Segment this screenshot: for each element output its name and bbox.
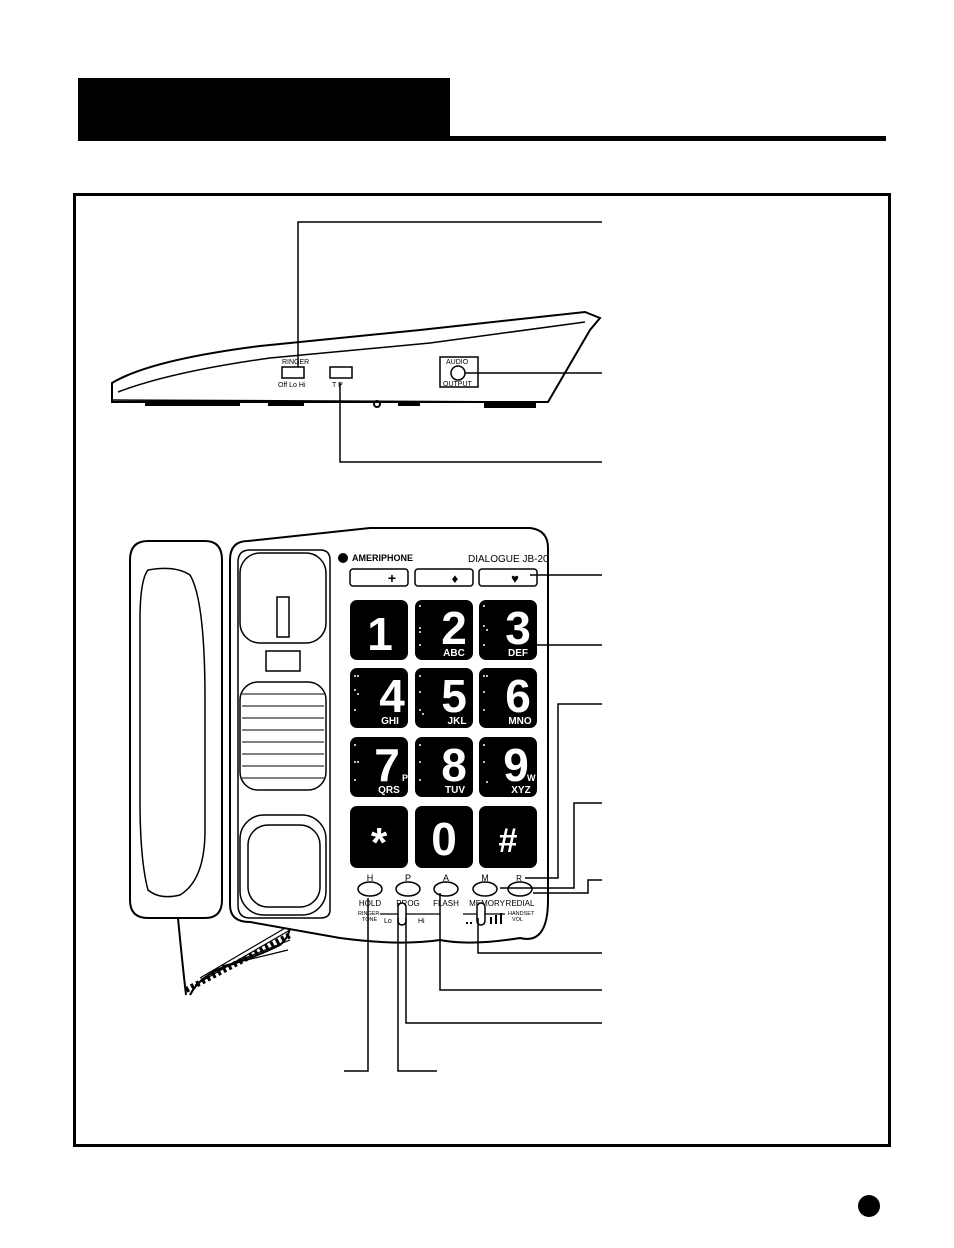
key-digit: 8 <box>441 739 467 791</box>
key-digit: 7 <box>374 739 400 791</box>
ringer-lo-label: Lo <box>384 918 392 925</box>
ringer-settings-label: Off Lo Hi <box>278 382 306 389</box>
key-3[interactable] <box>479 600 537 660</box>
key-digit: # <box>499 822 518 860</box>
page-marker-dot <box>858 1195 880 1217</box>
keypad: 1 2 ABC 3 DEF 4 GHI 5 JKL 6 MNO 7 P QRS … <box>350 600 537 868</box>
phone-base <box>229 527 549 944</box>
front-callout-lines <box>344 574 602 1072</box>
function-letter: R <box>516 874 522 883</box>
key-digit: 3 <box>505 602 531 654</box>
key-9[interactable] <box>479 737 537 797</box>
key-6[interactable] <box>479 668 537 728</box>
hold-label: HOLD <box>359 899 381 908</box>
handset-vol-slider[interactable] <box>476 902 486 926</box>
function-letter: M <box>481 873 489 883</box>
key-4[interactable] <box>350 668 408 728</box>
key-letters: GHI <box>381 716 399 727</box>
emergency-plus-icon: + <box>388 570 396 586</box>
key-letters: JKL <box>448 716 467 727</box>
police-icon: ♥ <box>511 571 519 586</box>
ringer-title: RINGER <box>282 359 309 366</box>
memory-label: MEMORY <box>469 899 506 908</box>
diagram-frame <box>73 193 891 1147</box>
key-digit: 4 <box>379 670 405 722</box>
memory-keys: + ♦ ♥ <box>349 568 538 587</box>
fire-icon: ♦ <box>452 571 459 586</box>
key-extra-letter: W <box>527 773 536 783</box>
key-digit: 9 <box>503 739 529 791</box>
brand-name: AMERIPHONE <box>352 553 413 563</box>
function-letter: A <box>443 873 449 883</box>
key-digit: 6 <box>505 670 531 722</box>
dial-mode-label: T P <box>332 382 343 389</box>
key-digit: 2 <box>441 602 467 654</box>
key-digit: 5 <box>441 670 467 722</box>
key-letters: DEF <box>508 648 528 659</box>
function-letter: P <box>405 873 411 883</box>
key-letters: XYZ <box>511 785 530 796</box>
memory-button[interactable] <box>472 881 498 897</box>
title-rule <box>78 136 886 141</box>
audio-label-bottom: OUTPUT <box>443 381 473 388</box>
memory-key-2[interactable] <box>414 568 474 587</box>
hold-button[interactable] <box>357 881 383 897</box>
key-letters: ABC <box>443 648 465 659</box>
key-5[interactable] <box>415 668 473 728</box>
flash-button[interactable] <box>433 881 459 897</box>
braille-dots <box>354 605 488 783</box>
section-title-bar <box>78 78 450 140</box>
redial-button[interactable] <box>507 881 533 897</box>
prog-label: PROG <box>396 899 420 908</box>
key-digit: 1 <box>367 608 393 660</box>
key-hash[interactable] <box>479 806 537 868</box>
key-2[interactable] <box>415 600 473 660</box>
side-callout-lines <box>297 221 602 463</box>
key-8[interactable] <box>415 737 473 797</box>
function-letter: H <box>367 873 374 883</box>
ringer-hi-label: Hi <box>418 918 425 925</box>
key-1[interactable] <box>350 600 408 660</box>
phone-side-view <box>111 310 602 408</box>
memory-key-3[interactable] <box>478 568 538 587</box>
prog-button[interactable] <box>395 881 421 897</box>
key-letters: MNO <box>508 716 532 727</box>
key-letters: TUV <box>445 785 465 796</box>
ringer-tone-slider[interactable] <box>397 902 407 926</box>
volume-bars-icon <box>466 913 502 924</box>
key-0[interactable] <box>415 806 473 868</box>
brand-logo-icon <box>338 553 348 563</box>
key-digit: * <box>371 819 388 866</box>
memory-key-1[interactable] <box>349 568 409 587</box>
key-7[interactable] <box>350 737 408 797</box>
model-name: DIALOGUE JB-20 <box>468 554 549 565</box>
ringer-tone-label-2: TONE <box>362 917 378 923</box>
handset <box>129 540 294 996</box>
redial-label: REDIAL <box>506 899 535 908</box>
handset-vol-label-1: HANDSET <box>508 911 535 917</box>
flash-label: FLASH <box>433 899 459 908</box>
key-extra-letter: P <box>402 773 408 783</box>
key-digit: 0 <box>431 813 457 865</box>
key-star[interactable] <box>350 806 408 868</box>
audio-label-top: AUDIO <box>446 359 469 366</box>
key-letters: QRS <box>378 785 400 796</box>
handset-vol-label-2: VOL <box>512 917 523 923</box>
